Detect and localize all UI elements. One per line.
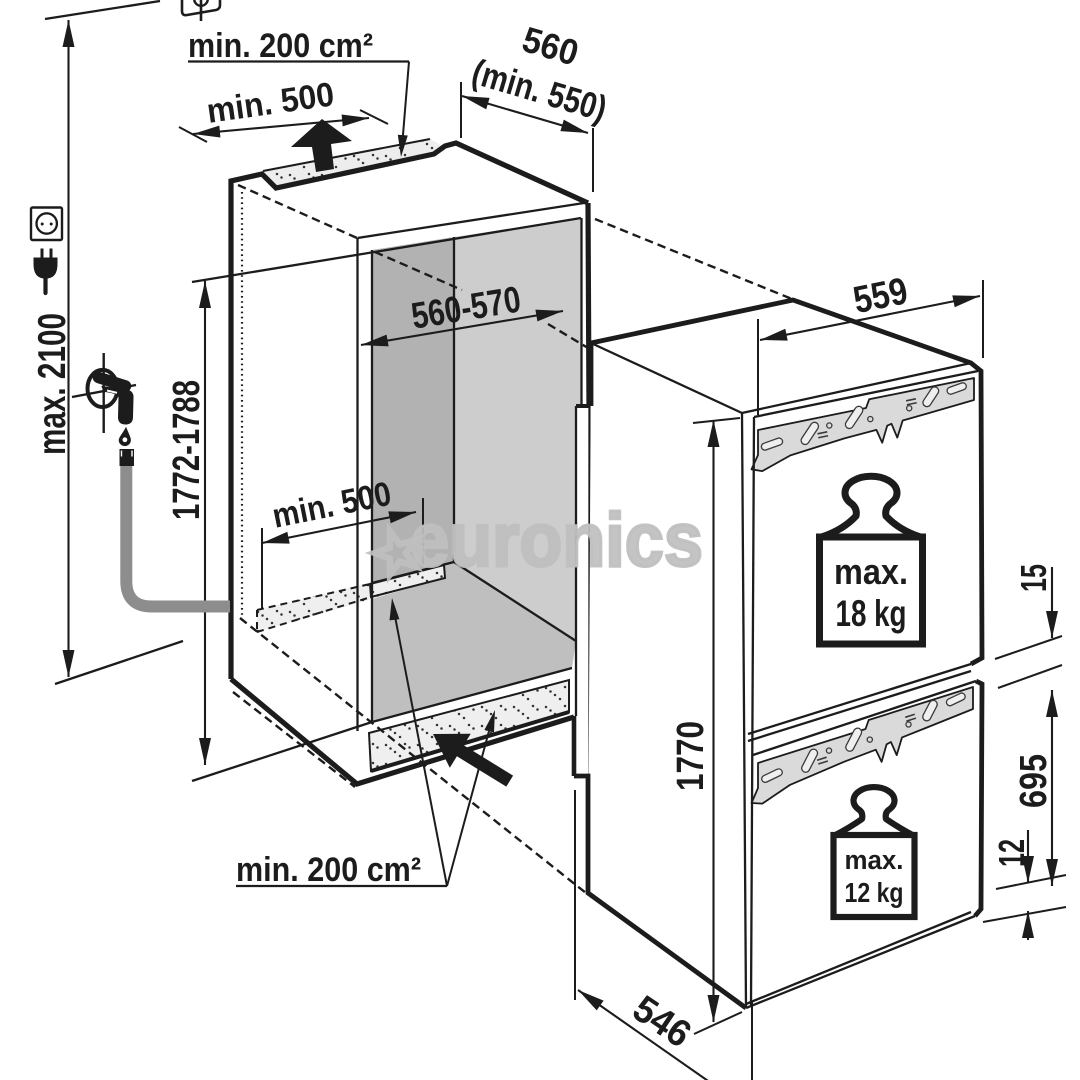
svg-text:18 kg: 18 kg xyxy=(836,593,907,634)
svg-text:1772-1788: 1772-1788 xyxy=(166,380,208,520)
svg-text:12: 12 xyxy=(991,839,1032,867)
svg-text:695: 695 xyxy=(1013,754,1055,808)
svg-text:1770: 1770 xyxy=(670,721,712,791)
svg-text:euronics: euronics xyxy=(410,498,703,583)
svg-text:max. 2100: max. 2100 xyxy=(31,313,74,455)
svg-text:min. 200 cm²: min. 200 cm² xyxy=(236,851,421,889)
svg-text:max.: max. xyxy=(834,551,908,592)
svg-text:min. 200 cm²: min. 200 cm² xyxy=(188,27,373,65)
svg-text:12 kg: 12 kg xyxy=(845,877,904,908)
svg-text:15: 15 xyxy=(1013,564,1054,592)
svg-text:max.: max. xyxy=(845,845,904,875)
